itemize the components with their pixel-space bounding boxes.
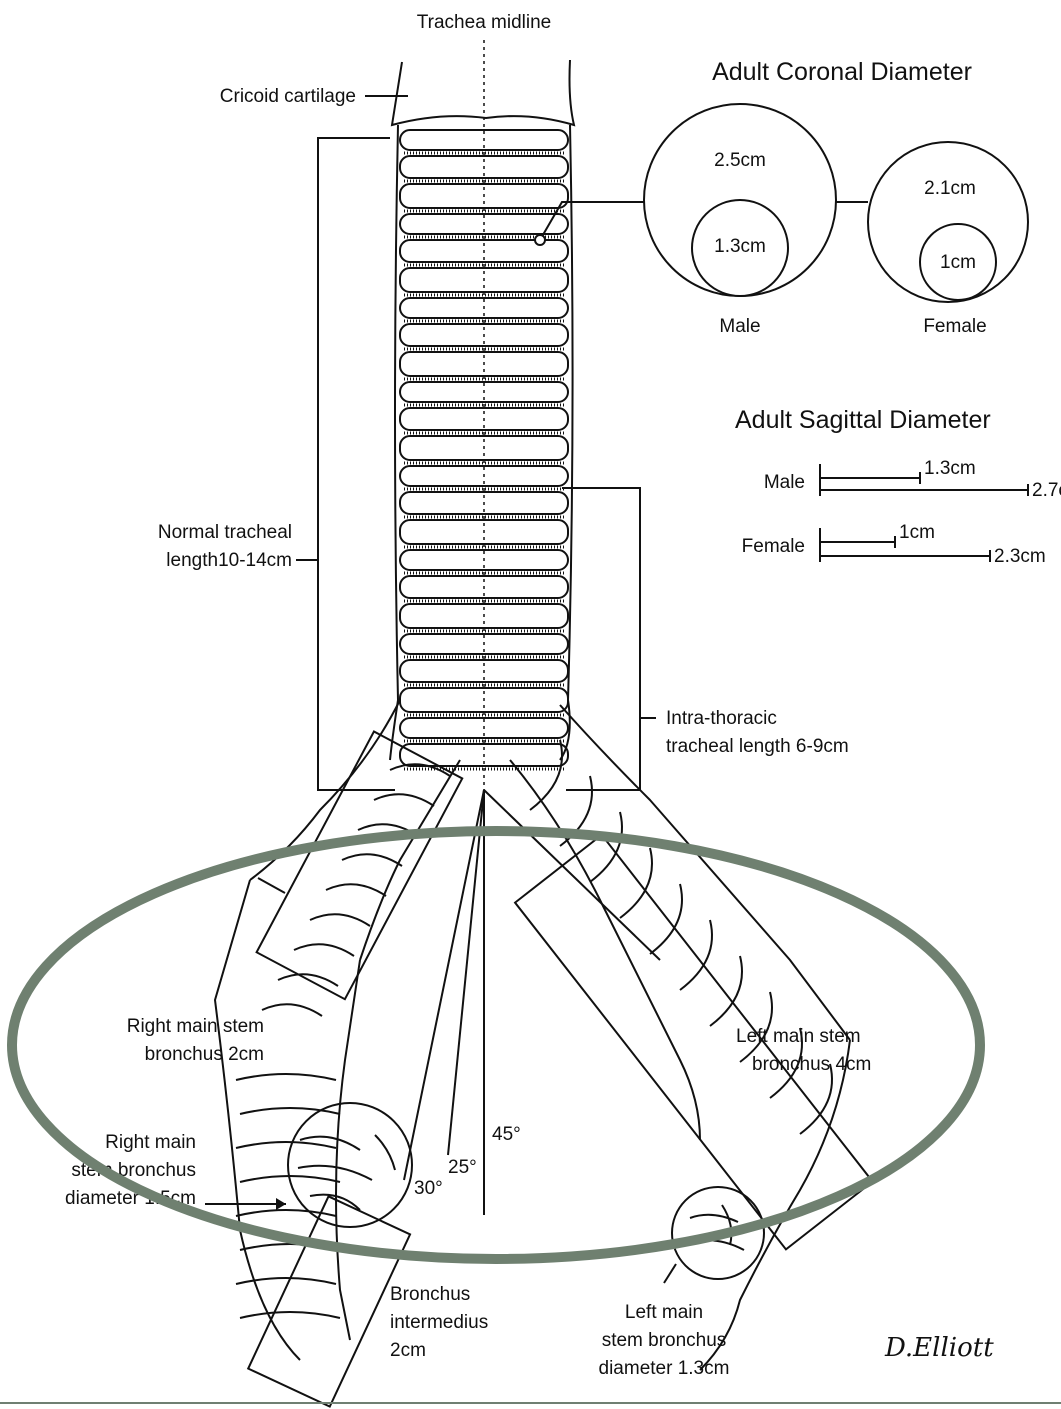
right-bronchus-ring <box>326 884 386 896</box>
female-inner-value: 1cm <box>940 252 976 273</box>
intermedius-ring <box>236 1278 336 1284</box>
left-main-stem-label-2: bronchus 4cm <box>752 1054 871 1075</box>
right-diameter-label-1: Right main <box>105 1132 196 1153</box>
right-bronchus-ring <box>294 944 354 956</box>
left-bronchus-ring <box>620 848 652 918</box>
female-sagittal-label: Female <box>742 536 805 557</box>
intermedius-ring <box>236 1142 336 1148</box>
right-bronchus-ring <box>374 794 434 806</box>
left-bronchus-ring <box>530 740 562 810</box>
cricoid-label: Cricoid cartilage <box>220 86 356 107</box>
intermedius-label-1: Bronchus <box>390 1284 470 1305</box>
left-diameter-label-1: Left main <box>625 1302 703 1323</box>
tracheal-rings <box>390 125 573 769</box>
female-coronal-label: Female <box>923 316 986 337</box>
intermedius-label-3: 2cm <box>390 1340 426 1361</box>
male-outer-value: 2.5cm <box>714 150 766 171</box>
left-diameter-label-3: diameter 1.3cm <box>599 1358 730 1379</box>
male-sagittal-label: Male <box>764 472 805 493</box>
normal-length-bracket <box>318 138 395 790</box>
female-sagittal-long: 2.3cm <box>994 546 1046 567</box>
intermedius-ring <box>240 1312 340 1318</box>
normal-length-label-2: length10-14cm <box>166 550 292 571</box>
intermedius-ring <box>236 1074 336 1080</box>
carina-angles <box>404 790 660 1215</box>
left-main-stem-label-1: Left main stem <box>736 1026 861 1047</box>
bottom-rule <box>0 1402 1061 1404</box>
cricoid-cartilage <box>392 60 574 125</box>
right-main-stem-label-1: Right main stem <box>127 1016 264 1037</box>
right-bronchus-ring <box>310 914 370 926</box>
female-sagittal-short: 1cm <box>899 522 935 543</box>
male-coronal-label: Male <box>719 316 760 337</box>
intra-thoracic-label-1: Intra-thoracic <box>666 708 777 729</box>
female-outer-value: 2.1cm <box>924 178 976 199</box>
intra-thoracic-bracket <box>562 488 640 790</box>
intermedius-label-2: intermedius <box>390 1312 488 1333</box>
sagittal-title: Adult Sagittal Diameter <box>735 406 991 434</box>
right-bronchus-ring <box>342 854 402 866</box>
angle-45-label: 45° <box>492 1124 521 1145</box>
left-diameter-label-2: stem bronchus <box>602 1330 727 1351</box>
artist-signature: D.Elliott <box>884 1333 994 1363</box>
midline-label: Trachea midline <box>417 12 551 33</box>
right-main-stem-label-2: bronchus 2cm <box>145 1044 264 1065</box>
left-bronchus-ring <box>650 884 682 954</box>
trachea-wall <box>390 125 398 760</box>
male-sagittal-short: 1.3cm <box>924 458 976 479</box>
right-magnifier-detail <box>298 1135 395 1210</box>
bronchus-intermedius-box <box>248 1196 410 1406</box>
coronal-reference-point <box>535 235 545 245</box>
normal-length-label-1: Normal tracheal <box>158 522 292 543</box>
left-bronchus-ring <box>590 812 622 882</box>
angle-25-label: 25° <box>448 1157 477 1178</box>
male-inner-value: 1.3cm <box>714 236 766 257</box>
right-bronchus-ring <box>262 1004 322 1016</box>
angle-30-label: 30° <box>414 1178 443 1199</box>
coronal-title: Adult Coronal Diameter <box>712 58 972 86</box>
left-bronchus-ring <box>710 956 742 1026</box>
intra-thoracic-label-2: tracheal length 6-9cm <box>666 736 849 757</box>
male-sagittal-long: 2.7cm <box>1032 480 1061 501</box>
